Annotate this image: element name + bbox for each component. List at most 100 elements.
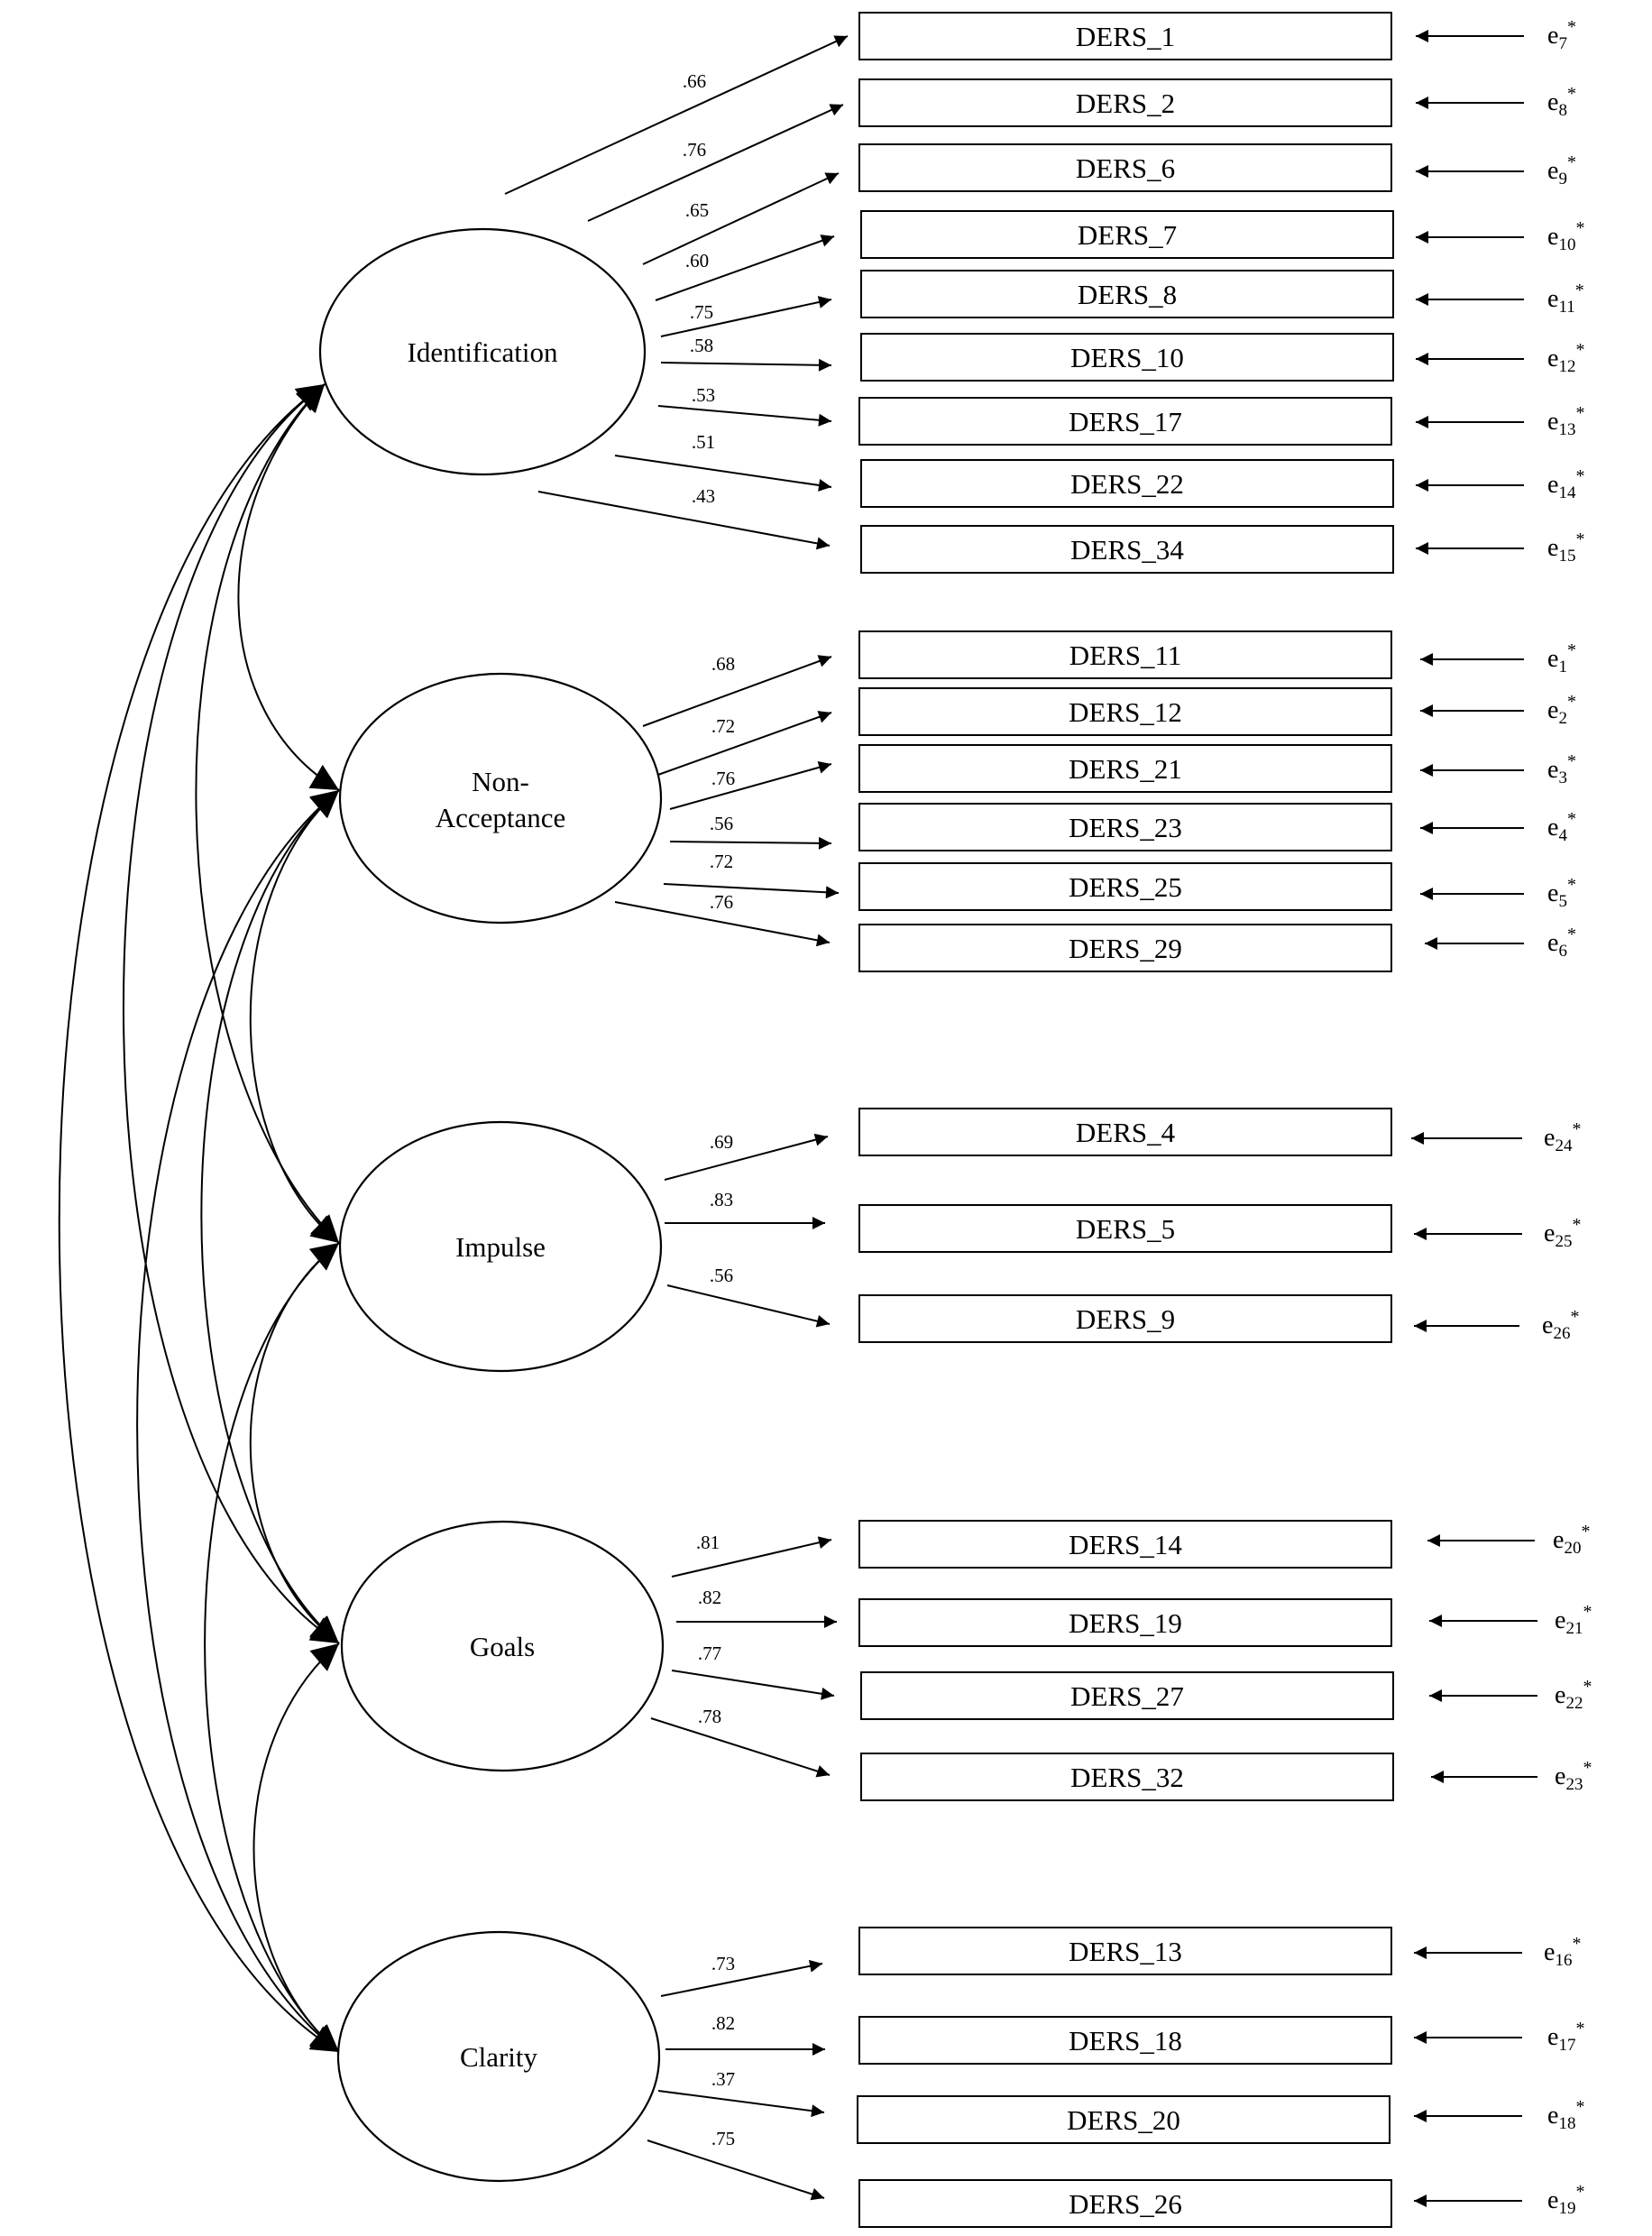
indicator-box-ders_27 xyxy=(860,1671,1394,1720)
indicator-label: DERS_6 xyxy=(1076,152,1175,184)
error-marker: * xyxy=(1570,1307,1579,1327)
covariance-identification-goals xyxy=(123,383,340,1644)
error-prefix: e xyxy=(1547,645,1558,673)
loading-path-ders_12 xyxy=(655,711,832,777)
error-marker: * xyxy=(1575,466,1584,486)
error-marker: * xyxy=(1567,17,1576,37)
error-index: 5 xyxy=(1558,892,1567,911)
loading-path-ders_10 xyxy=(660,358,832,372)
error-prefix: e xyxy=(1547,2186,1558,2214)
loading-value: .56 xyxy=(710,813,733,834)
loading-path-ders_27 xyxy=(671,1670,835,1700)
error-prefix: e xyxy=(1544,1124,1555,1152)
error-marker: * xyxy=(1575,218,1584,238)
error-prefix: e xyxy=(1547,756,1558,784)
indicator-box-ders_26 xyxy=(858,2179,1392,2228)
error-term-label: e18* xyxy=(1547,2097,1584,2133)
loading-value: .37 xyxy=(711,2068,735,2090)
indicator-label: DERS_4 xyxy=(1076,1117,1176,1148)
loading-value: .75 xyxy=(690,301,713,323)
error-marker: * xyxy=(1575,340,1584,360)
loading-path-ders_21 xyxy=(669,761,832,810)
indicator-box-ders_32 xyxy=(860,1753,1394,1801)
indicator-box-ders_12 xyxy=(858,687,1392,736)
error-marker: * xyxy=(1575,2182,1584,2202)
factor-label-impulse: Impulse xyxy=(455,1231,546,1263)
error-prefix: e xyxy=(1555,1681,1565,1709)
error-marker: * xyxy=(1567,152,1576,172)
loading-path-ders_4 xyxy=(664,1133,829,1181)
loading-value: .60 xyxy=(685,250,709,271)
loading-value: .69 xyxy=(710,1131,733,1153)
error-term-label: e4* xyxy=(1547,809,1576,845)
covariance-identification-impulse xyxy=(195,383,340,1244)
covariance-non-acceptance-clarity xyxy=(136,789,340,2053)
error-term-label: e16* xyxy=(1544,1934,1581,1970)
error-term-label: e21* xyxy=(1555,1602,1592,1638)
error-term-label: e25* xyxy=(1544,1215,1581,1251)
error-marker: * xyxy=(1567,84,1576,104)
factor-label-identification: Identification xyxy=(408,336,558,368)
loading-value: .76 xyxy=(711,768,735,789)
factor-loading-paths: .66.76.65.60.75.58.53.51.43.68.72.76.56.… xyxy=(504,35,849,2201)
error-marker: * xyxy=(1567,640,1576,660)
indicator-label: DERS_23 xyxy=(1069,812,1182,843)
error-index: 25 xyxy=(1555,1232,1572,1251)
indicator-label: DERS_34 xyxy=(1070,534,1184,566)
error-term-label: e1* xyxy=(1547,640,1576,676)
loading-value: .78 xyxy=(698,1706,721,1727)
factor-ellipse-goals xyxy=(340,1520,665,1772)
indicator-box-ders_1 xyxy=(858,12,1392,60)
error-prefix: e xyxy=(1547,696,1558,724)
loading-path-ders_7 xyxy=(655,235,835,301)
error-term-label: e17* xyxy=(1547,2019,1584,2055)
error-marker: * xyxy=(1583,1677,1592,1697)
error-index: 16 xyxy=(1555,1951,1572,1970)
error-term-label: e8* xyxy=(1547,84,1576,120)
error-term-label: e9* xyxy=(1547,152,1576,189)
covariance-goals-clarity xyxy=(252,1642,340,2053)
indicator-box-ders_34 xyxy=(860,525,1394,574)
factor-label-clarity: Clarity xyxy=(460,2041,538,2073)
error-index: 11 xyxy=(1558,298,1574,317)
error-marker: * xyxy=(1567,809,1576,829)
error-term-label: e12* xyxy=(1547,340,1584,376)
loading-path-ders_34 xyxy=(537,491,831,550)
loading-value: .51 xyxy=(692,431,715,453)
indicator-label: DERS_8 xyxy=(1078,279,1177,310)
error-prefix: e xyxy=(1547,929,1558,957)
loading-path-ders_22 xyxy=(614,455,832,492)
error-prefix: e xyxy=(1547,345,1558,373)
loading-path-ders_29 xyxy=(614,901,831,947)
factor-label-non-acceptance: Non- xyxy=(472,766,529,797)
indicator-label: DERS_12 xyxy=(1069,696,1182,728)
error-term-label: e19* xyxy=(1547,2182,1584,2218)
error-prefix: e xyxy=(1547,534,1558,562)
indicator-label: DERS_20 xyxy=(1067,2104,1180,2136)
indicator-box-ders_4 xyxy=(858,1108,1392,1156)
error-prefix: e xyxy=(1547,223,1558,251)
loading-value: .56 xyxy=(710,1265,733,1286)
error-index: 7 xyxy=(1558,34,1567,53)
indicator-box-ders_9 xyxy=(858,1294,1392,1343)
error-marker: * xyxy=(1567,751,1576,771)
loading-value: .65 xyxy=(685,199,709,221)
error-prefix: e xyxy=(1547,408,1558,436)
error-term-label: e10* xyxy=(1547,218,1584,254)
loading-value: .82 xyxy=(711,2012,735,2034)
indicator-label: DERS_27 xyxy=(1070,1680,1184,1712)
error-prefix: e xyxy=(1547,157,1558,185)
loading-value: .73 xyxy=(711,1953,735,1974)
indicator-label: DERS_13 xyxy=(1069,1936,1182,1967)
error-marker: * xyxy=(1575,2097,1584,2117)
loading-path-ders_13 xyxy=(660,1959,823,1997)
error-marker: * xyxy=(1567,692,1576,712)
factor-ellipse-clarity xyxy=(336,1930,661,2183)
indicator-label: DERS_32 xyxy=(1070,1762,1184,1793)
indicator-box-ders_17 xyxy=(858,397,1392,446)
loading-value: .72 xyxy=(710,851,733,872)
covariance-impulse-goals xyxy=(249,1242,340,1644)
indicator-label: DERS_11 xyxy=(1069,640,1182,671)
error-index: 23 xyxy=(1565,1775,1583,1794)
